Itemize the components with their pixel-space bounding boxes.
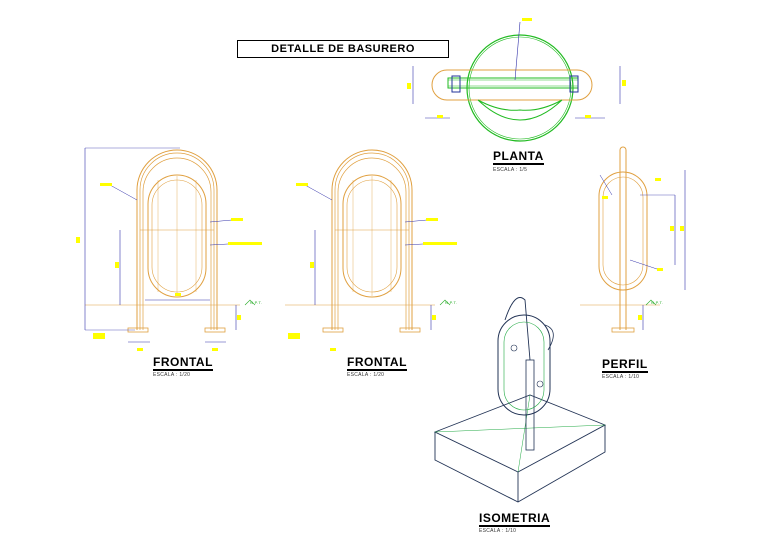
side-view-label: PERFIL	[602, 357, 648, 373]
plan-view-label: PLANTA	[493, 149, 544, 165]
plan-view-scale: ESCALA : 1/5	[493, 167, 528, 173]
isometric-view-label: ISOMETRIA	[479, 511, 551, 527]
drawing-title: DETALLE DE BASURERO	[237, 40, 449, 58]
isometric-view-scale: ESCALA : 1/10	[479, 528, 517, 534]
front-view-2-scale: ESCALA : 1/20	[347, 372, 385, 378]
front-view-1-scale: ESCALA : 1/20	[153, 372, 191, 378]
front-view-1	[76, 147, 262, 351]
level-mark-front-1: N.P.T.	[250, 300, 263, 305]
front-view-2-label: FRONTAL	[347, 355, 407, 371]
side-view	[580, 146, 686, 333]
level-mark-front-2: N.P.T.	[445, 300, 458, 305]
side-view-scale: ESCALA : 1/10	[602, 374, 640, 380]
level-mark-side: N.P.T.	[651, 300, 664, 305]
plan-view	[407, 18, 626, 142]
front-view-2	[285, 149, 457, 351]
front-view-1-label: FRONTAL	[153, 355, 213, 371]
isometric-view	[433, 297, 607, 503]
